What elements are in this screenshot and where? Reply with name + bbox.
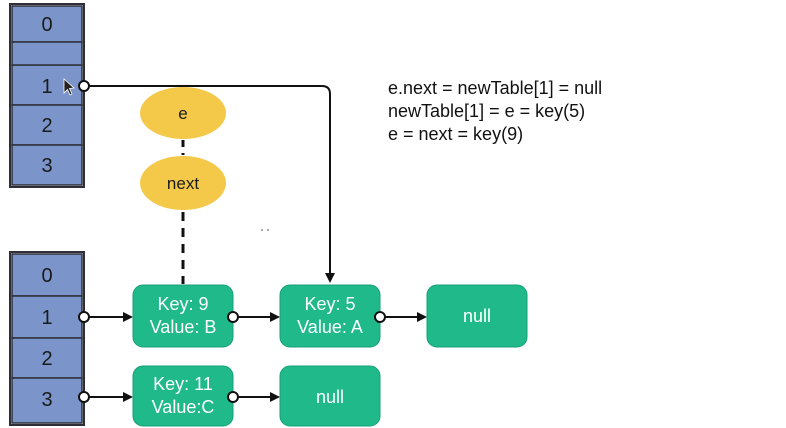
old-table-gap xyxy=(11,41,83,66)
old-table: 0 1 2 3 xyxy=(9,3,85,188)
node-null-3-label: null xyxy=(316,387,344,407)
old-table-cell-label: 2 xyxy=(41,115,52,137)
node-key11-key: Key: 11 xyxy=(153,374,213,394)
new-table-cell-0: 0 xyxy=(11,253,83,297)
mouse-pointer-icon xyxy=(63,78,75,96)
new-table-cell-label: 1 xyxy=(41,307,52,329)
speck xyxy=(261,229,263,231)
key11-next-pointer-dot xyxy=(227,391,239,403)
node-key5-value: Value: A xyxy=(297,317,363,337)
node-key9-key: Key: 9 xyxy=(157,294,208,314)
pointer-e-label: e xyxy=(178,104,187,123)
pointer-next: next xyxy=(140,156,226,210)
old-table-frame xyxy=(9,3,85,188)
old-table-cell-1: 1 xyxy=(11,64,83,106)
speck xyxy=(267,229,269,231)
pointer-e: e xyxy=(140,87,226,139)
old-table-cell-2: 2 xyxy=(11,104,83,146)
node-key9: Key: 9 Value: B xyxy=(132,284,234,348)
old-bucket-1-pointer-dot xyxy=(78,80,90,92)
key9-next-pointer-dot xyxy=(227,311,239,323)
code-line-2: newTable[1] = e = key(5) xyxy=(388,101,585,121)
new-table-cell-2: 2 xyxy=(11,337,83,379)
new-table: 0 1 2 3 xyxy=(9,251,85,426)
pointer-next-label: next xyxy=(167,174,199,193)
code-block: e.next = newTable[1] = null newTable[1] … xyxy=(388,78,602,144)
old-table-cell-3: 3 xyxy=(11,144,83,186)
old-bucket-1-link xyxy=(84,85,335,283)
old-table-cell-label: 1 xyxy=(41,76,52,98)
node-null-1-label: null xyxy=(463,306,491,326)
node-key11-value: Value:C xyxy=(152,397,215,417)
old-table-cell-0: 0 xyxy=(11,5,83,43)
new-table-cell-label: 3 xyxy=(41,389,52,411)
new-table-cell-3: 3 xyxy=(11,377,83,424)
node-key9-value: Value: B xyxy=(150,317,217,337)
new-table-cell-label: 2 xyxy=(41,348,52,370)
node-null-3: null xyxy=(279,365,381,427)
key5-next-pointer-dot xyxy=(374,311,386,323)
old-table-cell-label: 0 xyxy=(41,14,52,36)
old-table-cell-label: 3 xyxy=(41,155,52,177)
code-line-1: e.next = newTable[1] = null xyxy=(388,78,602,98)
node-key11: Key: 11 Value:C xyxy=(132,365,234,427)
new-table-frame xyxy=(9,251,85,426)
new-bucket-3-pointer-dot xyxy=(78,391,90,403)
new-table-cell-1: 1 xyxy=(11,295,83,339)
node-key5-key: Key: 5 xyxy=(304,294,355,314)
new-table-cell-label: 0 xyxy=(41,265,52,287)
code-line-3: e = next = key(9) xyxy=(388,124,523,144)
node-key5: Key: 5 Value: A xyxy=(279,284,381,348)
new-bucket-1-pointer-dot xyxy=(78,311,90,323)
node-null-1: null xyxy=(426,284,528,348)
